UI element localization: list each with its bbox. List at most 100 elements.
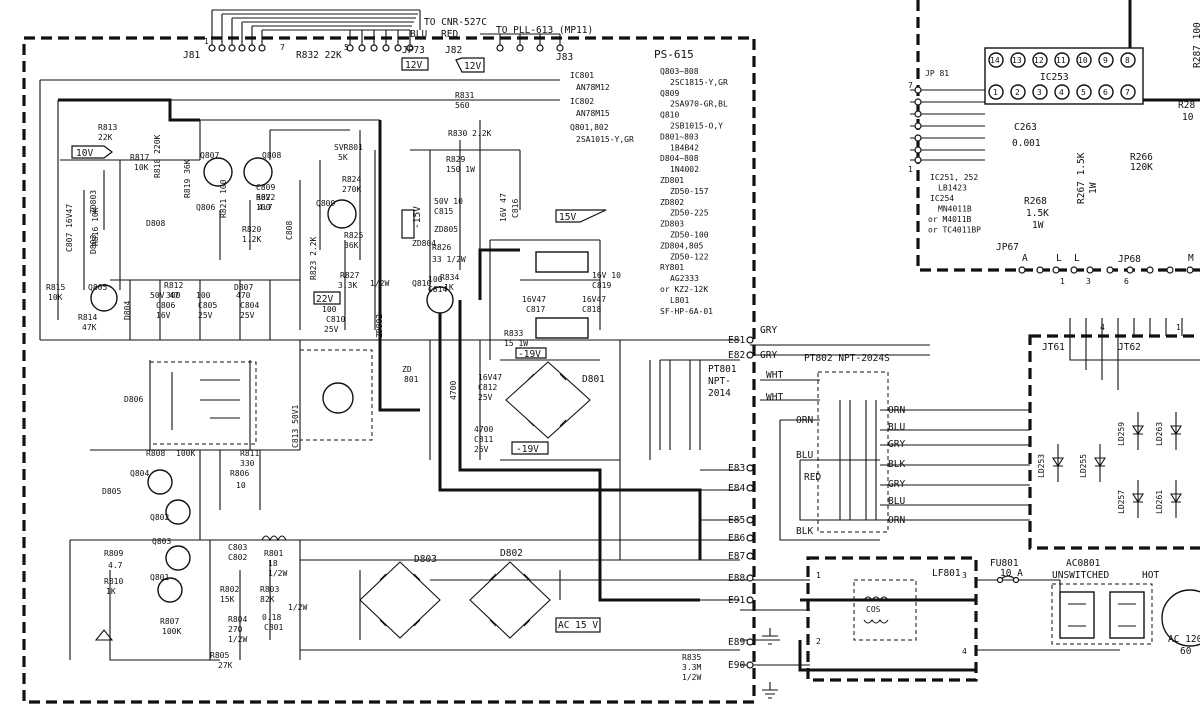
lf801-board-outline xyxy=(806,556,978,682)
resistor-label: R820 xyxy=(242,225,261,234)
capacitor-label: 100 xyxy=(322,305,337,314)
label-j81-pin5: 5 xyxy=(344,43,349,52)
resistor-label: R801 xyxy=(264,549,283,558)
outlet-ac0801: AC0801 UNSWITCHED HOT xyxy=(1051,558,1159,645)
semiconductor-label: ZD802 xyxy=(375,314,384,338)
ic253-pin-circle xyxy=(988,52,1004,68)
resistor-label: R833 xyxy=(504,329,523,338)
e-terminal-dot xyxy=(746,534,754,542)
parts-list-line: or KZ2-12K xyxy=(660,285,708,294)
ic253-note-line: or M4011B xyxy=(928,215,972,224)
e-terminal-dot xyxy=(746,464,754,472)
semiconductor-label: Q802 xyxy=(150,513,169,522)
e-terminal-dot xyxy=(746,484,754,492)
label-r28-value: 10 xyxy=(1182,112,1194,123)
svg-text:FU801: FU801 xyxy=(990,558,1019,569)
capacitor-label: C813 50V1 xyxy=(291,404,300,448)
ic253-note-line: IC251, 252 xyxy=(930,173,978,182)
svg-text:4: 4 xyxy=(962,647,967,656)
capacitor-label: C816 xyxy=(511,199,520,218)
capacitor-label: C803 xyxy=(228,543,247,552)
resistor-label: R831 xyxy=(455,91,474,100)
capacitor-label: 4.7 xyxy=(258,203,273,212)
capacitor-label: 16V47 xyxy=(522,295,546,304)
voltage-tag-minus19v-b: -19V xyxy=(511,441,549,455)
photocoupler-pc801 xyxy=(299,349,373,441)
resistor-label: 10K xyxy=(134,163,149,172)
e-terminal-dot xyxy=(746,552,754,560)
capacitor-label: 50V xyxy=(256,193,271,202)
voltage-tag-12v-a: 12V xyxy=(401,57,429,71)
relay-ry801 xyxy=(149,361,257,445)
label-r-orn: ORN xyxy=(888,405,905,416)
svg-text:AC 15 V: AC 15 V xyxy=(558,620,598,631)
resistor-label: 33 1/2W xyxy=(432,255,466,264)
resistor-label: R829 xyxy=(446,155,465,164)
resistor-label: R814 xyxy=(78,313,97,322)
resistor-label: 270K xyxy=(342,185,361,194)
label-wht-1: WHT xyxy=(766,370,783,381)
transformer-pt802: PT802 NPT-2024S xyxy=(804,353,890,533)
thyristor-tr801 xyxy=(94,629,114,641)
ic253-pin-circle xyxy=(1098,52,1114,68)
resistor-label: R810 xyxy=(104,577,123,586)
jp67-pin-letter: L xyxy=(1074,253,1080,264)
led-symbol xyxy=(1170,480,1182,518)
parts-list-line: ZD804,805 xyxy=(660,241,704,250)
ground-symbols xyxy=(762,628,778,699)
label-r267: R267 1.5K xyxy=(1076,152,1087,204)
jp68-pin-number: 1 xyxy=(1060,277,1065,286)
capacitor-label: 4700 xyxy=(449,381,458,400)
ic253-pin-label: 10 xyxy=(1078,56,1088,65)
svg-text:COS: COS xyxy=(866,605,881,614)
svg-text:D801: D801 xyxy=(582,374,605,385)
ic253-pin-label: 12 xyxy=(1034,56,1044,65)
e-terminal-label: E83 xyxy=(728,463,745,474)
bridge-d803: D803 xyxy=(359,554,441,639)
capacitor-label: 100 xyxy=(196,291,211,300)
capacitor-label: 50V 10 xyxy=(434,197,463,206)
capacitor-label: 25V xyxy=(324,325,339,334)
e-terminal-label: E89 xyxy=(728,637,745,648)
label-wht-2: WHT xyxy=(766,392,783,403)
label-r832: R832 22K xyxy=(296,50,342,61)
parts-list-line: AG2333 xyxy=(670,274,699,283)
board-title: PS-615 xyxy=(654,48,694,61)
bridge-d801: D801 xyxy=(505,361,605,439)
coil-l801 xyxy=(261,535,287,542)
resistor-label: 36K xyxy=(344,241,359,250)
resistor-label: 330 xyxy=(240,459,255,468)
parts-list-line: L801 xyxy=(670,296,689,305)
svg-text:60: 60 xyxy=(1180,646,1192,657)
jp67-pin-letter: L xyxy=(1056,253,1062,264)
ic253-pin-circle xyxy=(1054,84,1070,100)
resistor-label: 1/2W xyxy=(268,569,287,578)
label-r268-value: 1.5K xyxy=(1026,208,1049,219)
capacitor-label: C811 xyxy=(474,435,493,444)
label-led-pin1: 1 xyxy=(1176,323,1181,332)
semiconductor-label: D803 xyxy=(89,235,98,254)
ic253-pin-label: 9 xyxy=(1103,56,1108,65)
parts-list-line: Q810 xyxy=(660,111,679,120)
capacitor-label: C817 xyxy=(526,305,545,314)
label-r-gry: GRY xyxy=(888,439,905,450)
resistor-label: 150 1W xyxy=(446,165,475,174)
led-label: LD255 xyxy=(1079,454,1088,478)
resistor-label: R823 2.2K xyxy=(309,236,318,280)
resistor-label: R813 xyxy=(98,123,117,132)
resistor-label: 1K xyxy=(444,283,454,292)
resistor-label: R830 2.2K xyxy=(448,129,492,138)
svg-text:-15V: -15V xyxy=(412,206,423,229)
capacitor-label: C809 xyxy=(256,183,275,192)
resistor-label: 3.3K xyxy=(338,281,357,290)
label-red: RED xyxy=(804,472,821,483)
parts-list-line: 2SA970-GR,BL xyxy=(670,100,728,109)
resistor-label: 82K xyxy=(260,595,275,604)
jp-terminal-dot xyxy=(1052,266,1060,274)
capacitor-label: 100 xyxy=(428,275,443,284)
label-r-blu: BLU xyxy=(888,422,905,433)
capacitor-label: C810 xyxy=(326,315,345,324)
resistor-label: 1/2W xyxy=(228,635,247,644)
top-connector-rail xyxy=(208,9,564,52)
